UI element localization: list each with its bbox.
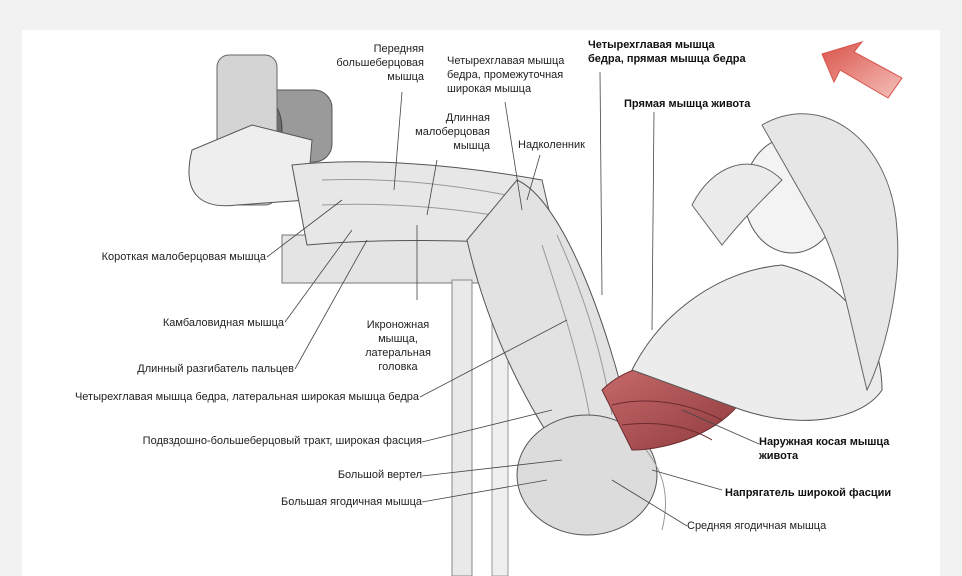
diagram-canvas: Передняя большеберцовая мышца Четырехгла… — [22, 30, 940, 576]
label-peroneus-brevis: Короткая малоберцовая мышца — [101, 251, 266, 263]
leader-lines — [266, 71, 760, 527]
label-rectus-femoris: Четырехглавая мышца бедра, прямая мышца … — [588, 39, 746, 65]
label-peroneus-longus: Длинная малоберцовая мышца — [415, 112, 490, 152]
label-patella: Надколенник — [518, 139, 585, 151]
hip — [516, 414, 667, 536]
label-vastus-lateralis: Четырехглавая мышца бедра, латеральная ш… — [74, 391, 419, 403]
label-gastrocnemius: Икроножная мышца, латеральная головка — [365, 319, 431, 373]
label-tensor-fasciae-latae: Напрягатель широкой фасции — [725, 487, 892, 499]
label-it-band: Подвздошно-большеберцовый тракт, широкая… — [142, 435, 422, 447]
label-soleus: Камбаловидная мышца — [162, 317, 284, 329]
label-external-oblique: Наружная косая мышца живота — [759, 436, 890, 462]
label-gluteus-maximus: Большая ягодичная мышца — [280, 496, 422, 508]
label-greater-trochanter: Большой вертел — [337, 469, 422, 481]
head — [691, 113, 899, 392]
label-tibialis-anterior: Передняя большеберцовая мышца — [336, 43, 424, 83]
label-gluteus-medius: Средняя ягодичная мышца — [687, 520, 827, 532]
label-extensor-digitorum: Длинный разгибатель пальцев — [137, 363, 294, 375]
curl-direction-arrow — [821, 41, 903, 99]
anatomy-illustration — [188, 41, 903, 576]
label-rectus-abdominis: Прямая мышца живота — [624, 98, 751, 110]
bench — [281, 234, 509, 576]
label-vastus-intermedius: Четырехглавая мышца бедра, промежуточная… — [447, 55, 565, 95]
